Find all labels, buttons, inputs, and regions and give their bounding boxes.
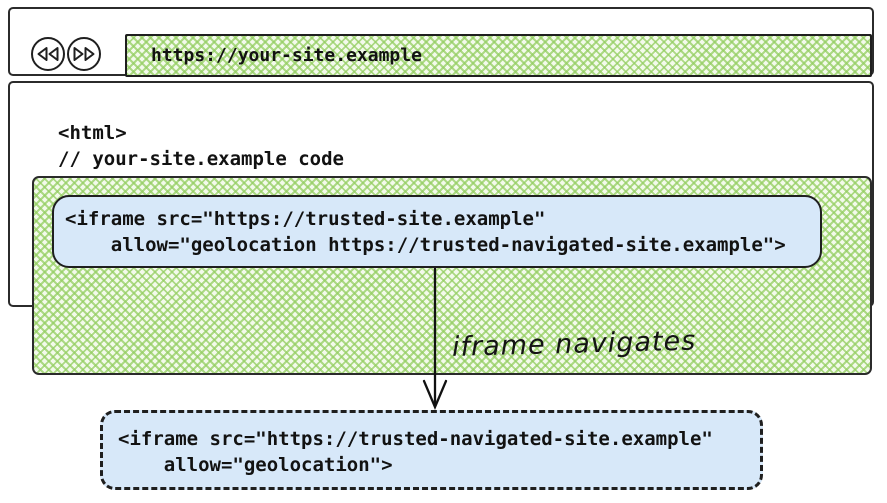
browser-window bbox=[8, 81, 874, 375]
browser-toolbar: https://your-site.example bbox=[8, 7, 874, 77]
navigated-iframe-allow-line: allow="geolocation"> bbox=[118, 454, 393, 476]
code-line-comment: // your-site.example code bbox=[58, 148, 344, 170]
back-button[interactable] bbox=[31, 37, 65, 71]
navigated-iframe-snippet-box: <iframe src="https://trusted-navigated-s… bbox=[100, 410, 763, 490]
code-line-html-tag: <html> bbox=[58, 122, 127, 144]
iframe-snippet-box: <iframe src="https://trusted-site.exampl… bbox=[52, 195, 822, 268]
url-bar[interactable]: https://your-site.example bbox=[125, 34, 872, 77]
fast-forward-icon bbox=[71, 45, 97, 63]
page-source-code: <html> // your-site.example code bbox=[58, 120, 344, 172]
navigated-iframe-src-line: <iframe src="https://trusted-navigated-s… bbox=[118, 428, 713, 450]
url-text: https://your-site.example bbox=[151, 45, 422, 66]
iframe-src-line: <iframe src="https://trusted-site.exampl… bbox=[65, 208, 546, 230]
forward-button[interactable] bbox=[67, 37, 101, 71]
iframe-allow-line: allow="geolocation https://trusted-navig… bbox=[65, 234, 786, 256]
rewind-icon bbox=[35, 45, 61, 63]
